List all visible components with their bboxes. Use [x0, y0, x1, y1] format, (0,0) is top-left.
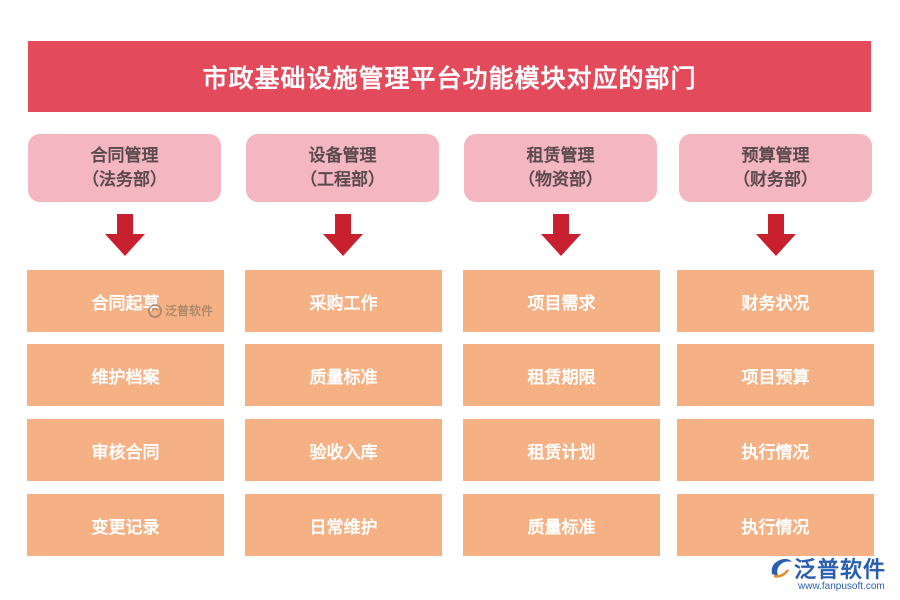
- module-department: （法务部）: [82, 170, 167, 190]
- module-header-budget: 预算管理 （财务部）: [679, 134, 872, 202]
- down-arrow-icon: [105, 214, 145, 256]
- function-item: 租赁计划: [463, 419, 660, 481]
- diagram-title: 市政基础设施管理平台功能模块对应的部门: [28, 41, 871, 112]
- function-item: 采购工作: [245, 270, 442, 332]
- watermark-small: 泛普软件: [148, 302, 213, 319]
- function-item: 财务状况: [677, 270, 874, 332]
- function-item: 项目需求: [463, 270, 660, 332]
- function-item: 质量标准: [463, 494, 660, 556]
- function-item: 审核合同: [27, 419, 224, 481]
- function-item: 验收入库: [245, 419, 442, 481]
- module-department: （物资部）: [518, 170, 603, 190]
- module-header-contract: 合同管理 （法务部）: [28, 134, 221, 202]
- module-header-equipment: 设备管理 （工程部）: [246, 134, 439, 202]
- function-item: 项目预算: [677, 344, 874, 406]
- down-arrow-icon: [541, 214, 581, 256]
- module-header-leasing: 租赁管理 （物资部）: [464, 134, 657, 202]
- down-arrow-icon: [323, 214, 363, 256]
- module-department: （工程部）: [300, 170, 385, 190]
- brand-url: www.fanpusoft.com: [798, 581, 885, 592]
- module-name: 设备管理: [308, 146, 377, 166]
- watermark-small-text: 泛普软件: [165, 304, 214, 318]
- brand-name: 泛普软件: [794, 558, 887, 583]
- function-item: 变更记录: [27, 494, 224, 556]
- brand-watermark: 泛普软件 www.fanpusoft.com: [768, 552, 893, 596]
- function-item: 维护档案: [27, 344, 224, 406]
- down-arrow-icon: [756, 214, 796, 256]
- module-name: 合同管理: [90, 146, 159, 166]
- function-item: 租赁期限: [463, 344, 660, 406]
- module-name: 租赁管理: [526, 146, 595, 166]
- function-item: 执行情况: [677, 494, 874, 556]
- fanpu-logo-icon: [771, 558, 792, 578]
- function-item: 执行情况: [677, 419, 874, 481]
- function-item: 日常维护: [245, 494, 442, 556]
- function-item: 合同起草: [27, 270, 224, 332]
- function-item: 质量标准: [245, 344, 442, 406]
- fanpu-logo-icon: [148, 303, 162, 318]
- module-department: （财务部）: [733, 170, 818, 190]
- module-name: 预算管理: [741, 146, 810, 166]
